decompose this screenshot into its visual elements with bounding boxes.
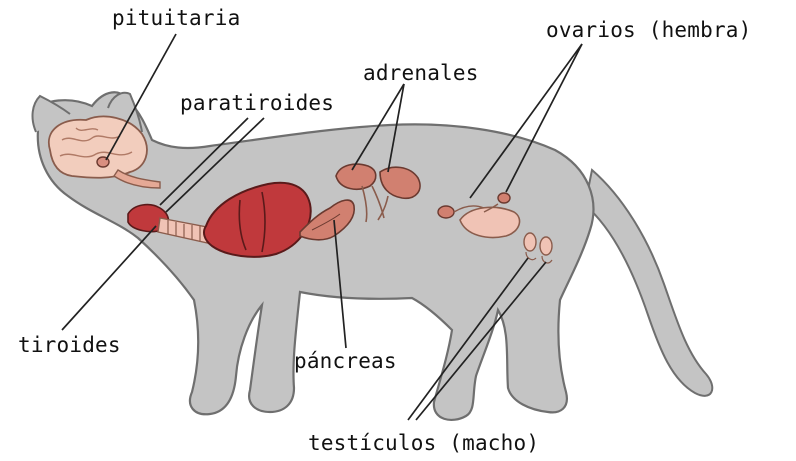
label-ovarios: ovarios (hembra) <box>546 18 752 42</box>
label-testiculos: testículos (macho) <box>308 431 539 455</box>
label-pituitaria: pituitaria <box>112 6 240 30</box>
label-paratiroides: paratiroides <box>180 91 334 115</box>
label-tiroides: tiroides <box>18 333 121 357</box>
leader-tiroides <box>62 226 156 330</box>
cat-tail <box>585 170 712 396</box>
label-adrenales: adrenales <box>363 61 479 85</box>
label-pancreas: páncreas <box>294 349 397 373</box>
